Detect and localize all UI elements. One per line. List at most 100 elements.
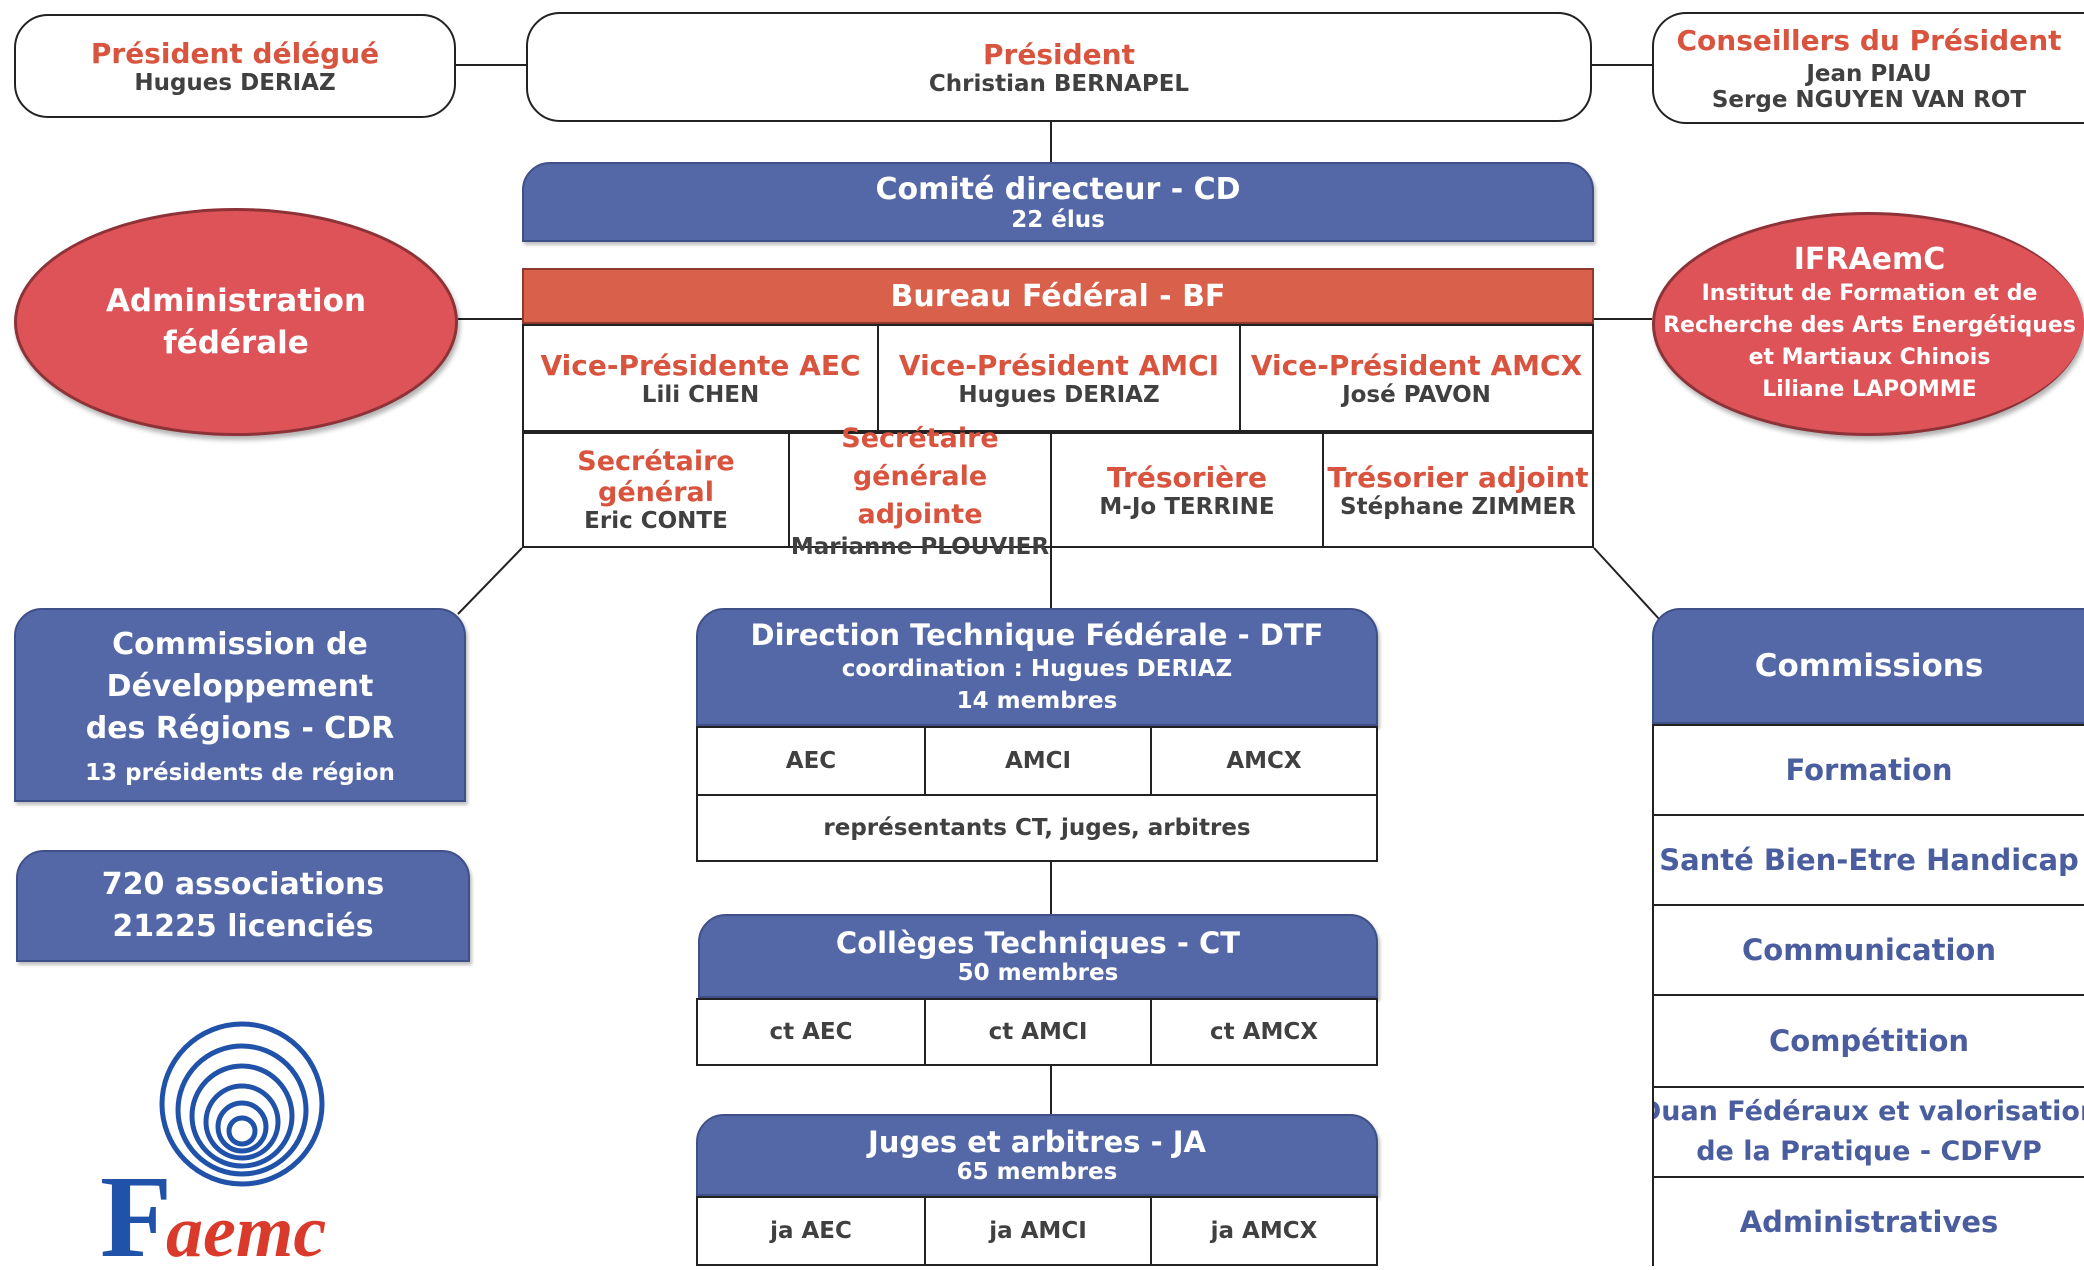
- conseiller-name: Jean PIAU: [1806, 60, 1932, 87]
- bureau-role: Secrétaire: [841, 423, 999, 454]
- ifraemc-line: Institut de Formation et de: [1701, 281, 2038, 306]
- spiral-icon: F aemc: [100, 1021, 326, 1270]
- conseillers-box: Conseillers du Président Jean PIAU Serge…: [1652, 12, 2084, 124]
- ct-box: Collèges Techniques - CT 50 membres: [698, 914, 1378, 998]
- commission-item: Communication: [1652, 904, 2084, 996]
- bureau-role: Vice-Président AMCX: [1250, 348, 1583, 382]
- bureau-role: Vice-Présidente AEC: [540, 348, 861, 382]
- commission-label: Administratives: [1739, 1205, 1999, 1239]
- svg-text:aemc: aemc: [166, 1191, 326, 1266]
- connector-line: [1050, 122, 1052, 162]
- dtf-box: Direction Technique Fédérale - DTF coord…: [696, 608, 1378, 726]
- president-box: Président Christian BERNAPEL: [526, 12, 1592, 122]
- bureau-person: Stéphane ZIMMER: [1340, 493, 1576, 520]
- dtf-line: coordination : Hugues DERIAZ: [841, 656, 1233, 682]
- ifraemc-title: IFRAemC: [1793, 242, 1946, 277]
- ja-title: Juges et arbitres - JA: [868, 1125, 1206, 1159]
- ja-box: Juges et arbitres - JA 65 membres: [696, 1114, 1378, 1196]
- commission-label: Duan Fédéraux et valorisation: [1652, 1096, 2084, 1127]
- connector-line: [1050, 862, 1052, 914]
- bureau-cell: Trésorière M-Jo TERRINE: [1050, 432, 1324, 548]
- cdr-line: Commission de: [112, 627, 368, 662]
- commission-item: Duan Fédéraux et valorisation de la Prat…: [1652, 1086, 2084, 1178]
- commission-label: Compétition: [1768, 1024, 1970, 1058]
- cdr-line: des Régions - CDR: [85, 711, 395, 746]
- bureau-cell: Secrétaire générale adjointe Marianne PL…: [788, 423, 1052, 560]
- commission-label: de la Pratique - CDFVP: [1696, 1136, 2042, 1167]
- ifraemc-line: Recherche des Arts Energétiques: [1663, 313, 2076, 338]
- svg-text:F: F: [100, 1151, 172, 1266]
- connector-line: [458, 318, 524, 320]
- ct-sub: 50 membres: [957, 960, 1119, 986]
- ifraemc-line: Liliane LAPOMME: [1762, 377, 1977, 402]
- president-delegue-box: Président délégué Hugues DERIAZ: [14, 14, 456, 118]
- bureau-cell: Vice-Présidente AEC Lili CHEN: [522, 324, 879, 432]
- bureau-person: M-Jo TERRINE: [1099, 493, 1275, 520]
- cdr-sub: 13 présidents de région: [85, 760, 395, 786]
- commission-label: Formation: [1785, 753, 1953, 787]
- bureau-role: Vice-Président AMCI: [898, 348, 1220, 382]
- ja-sub: 65 membres: [956, 1159, 1118, 1185]
- ja-cell: ja AEC: [696, 1196, 926, 1266]
- commission-label: Santé Bien-Etre Handicap: [1659, 843, 2079, 877]
- administration-ellipse: Administration fédérale: [14, 208, 458, 436]
- cdr-box: Commission de Développement des Régions …: [14, 608, 466, 802]
- comite-title: Comité directeur - CD: [875, 171, 1241, 207]
- dtf-cell: AMCI: [924, 726, 1152, 796]
- bureau-person: José PAVON: [1342, 381, 1491, 408]
- commissions-title: Commissions: [1754, 648, 1984, 684]
- bureau-title-bar: Bureau Fédéral - BF: [522, 268, 1594, 324]
- commission-item: Santé Bien-Etre Handicap: [1652, 814, 2084, 906]
- connector-line: [1050, 1066, 1052, 1114]
- bureau-person: Marianne PLOUVIER: [790, 534, 1050, 560]
- bureau-role: générale adjointe: [852, 461, 988, 530]
- bureau-role: Trésorier adjoint: [1327, 460, 1589, 494]
- ct-title: Collèges Techniques - CT: [835, 926, 1241, 960]
- diagonal-connector-right: [1593, 547, 1661, 621]
- commission-label: Communication: [1741, 933, 1996, 967]
- comite-sub: 22 élus: [1011, 206, 1105, 233]
- dtf-footer: représentants CT, juges, arbitres: [696, 794, 1378, 862]
- bureau-cell: Vice-Président AMCX José PAVON: [1239, 324, 1594, 432]
- connector-line: [455, 64, 527, 66]
- dtf-cell: AEC: [696, 726, 926, 796]
- commission-item: Compétition: [1652, 994, 2084, 1088]
- commission-item: Administratives: [1652, 1176, 2084, 1266]
- ct-cell: ct AMCI: [924, 998, 1152, 1066]
- ct-cell: ct AEC: [696, 998, 926, 1066]
- ifraemc-ellipse: IFRAemC Institut de Formation et de Rech…: [1652, 212, 2084, 436]
- president-name: Christian BERNAPEL: [928, 70, 1190, 97]
- bureau-person: Hugues DERIAZ: [958, 381, 1160, 408]
- ct-cell: ct AMCX: [1150, 998, 1378, 1066]
- connector-line: [1594, 318, 1652, 320]
- conseiller-name: Serge NGUYEN VAN ROT: [1711, 86, 2027, 113]
- bureau-role: Trésorière: [1107, 460, 1267, 494]
- faemc-logo: F aemc: [100, 1020, 370, 1270]
- comite-directeur-box: Comité directeur - CD 22 élus: [522, 162, 1594, 242]
- stats-box: 720 associations 21225 licenciés: [16, 850, 470, 962]
- conseillers-title: Conseillers du Président: [1676, 23, 2062, 57]
- cdr-line: Développement: [106, 669, 374, 704]
- administration-line: fédérale: [163, 325, 309, 361]
- ifraemc-line: et Martiaux Chinois: [1748, 345, 1991, 370]
- diagonal-connector-left: [457, 547, 523, 615]
- president-delegue-name: Hugues DERIAZ: [134, 69, 336, 96]
- president-delegue-title: Président délégué: [90, 36, 380, 70]
- connector-line: [1592, 64, 1652, 66]
- bureau-cell: Trésorier adjoint Stéphane ZIMMER: [1322, 432, 1594, 548]
- ja-cell: ja AMCI: [924, 1196, 1152, 1266]
- commission-item: Formation: [1652, 724, 2084, 816]
- associations-count: 720 associations: [101, 867, 385, 902]
- administration-line: Administration: [105, 283, 367, 319]
- licencies-count: 21225 licenciés: [112, 909, 374, 944]
- bureau-person: Eric CONTE: [584, 508, 728, 534]
- bureau-cell: Vice-Président AMCI Hugues DERIAZ: [877, 324, 1241, 432]
- dtf-title: Direction Technique Fédérale - DTF: [750, 618, 1324, 652]
- ja-cell: ja AMCX: [1150, 1196, 1378, 1266]
- bureau-cell: Secrétaire général Eric CONTE: [522, 432, 790, 548]
- president-title: Président: [983, 37, 1135, 71]
- bureau-person: Lili CHEN: [641, 381, 760, 408]
- bureau-role: Secrétaire général: [577, 446, 735, 508]
- connector-line: [1050, 548, 1052, 608]
- commissions-header: Commissions: [1652, 608, 2084, 724]
